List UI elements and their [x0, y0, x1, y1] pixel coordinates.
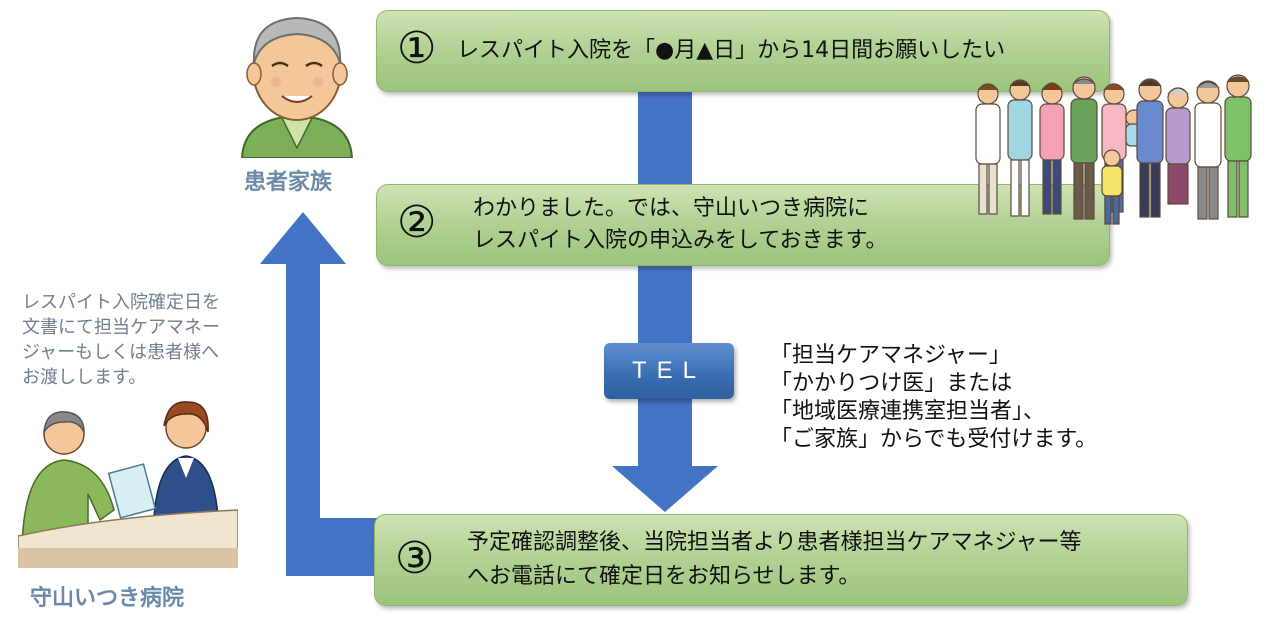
- step-1-box: ① レスパイト入院を「●月▲日」から14日間お願いしたい: [376, 10, 1110, 92]
- contact-list: 「担当ケアマネジャー」 「かかりつけ医」または 「地域医療連携室担当者」、 「ご…: [770, 342, 1097, 454]
- contact-line-2: 「かかりつけ医」または: [770, 371, 1013, 396]
- contact-line-3: 「地域医療連携室担当者」、: [770, 399, 1046, 424]
- step-1-number: ①: [397, 23, 437, 74]
- step-1-text: レスパイト入院を「●月▲日」から14日間お願いしたい: [457, 38, 1006, 63]
- step-3-text-line-2: へお電話にて確定日をお知らせします。: [467, 564, 861, 589]
- contact-line-4: 「ご家族」からでも受付けます。: [770, 427, 1098, 452]
- return-arrow-head: [260, 212, 346, 264]
- note-line-2: 文書にて担当ケアマネー: [22, 317, 220, 338]
- document-note: レスパイト入院確定日を 文書にて担当ケアマネー ジャーもしくは患者様へ お渡しし…: [22, 290, 282, 390]
- step-2-number: ②: [397, 197, 437, 248]
- step-2-text-line-2: レスパイト入院の申込みをしておきます。: [473, 228, 888, 253]
- reception-desk-icon: [18, 401, 238, 568]
- step-3-number: ③: [395, 533, 435, 584]
- note-line-4: お渡しします。: [22, 367, 147, 388]
- step-3-text-line-1: 予定確認調整後、当院担当者より患者様担当ケアマネジャー等: [467, 530, 1082, 555]
- down-arrow-head: [612, 466, 718, 512]
- note-line-1: レスパイト入院確定日を: [22, 292, 220, 313]
- elderly-man-icon: [240, 16, 354, 158]
- step-2-box: ② わかりました。では、守山いつき病院に レスパイト入院の申込みをしておきます。: [376, 184, 1110, 266]
- down-arrow-shaft: [638, 90, 692, 468]
- tel-badge: TEL: [604, 343, 734, 399]
- hospital-label: 守山いつき病院: [30, 586, 185, 611]
- family-label: 患者家族: [244, 170, 333, 195]
- contact-line-1: 「担当ケアマネジャー」: [770, 343, 1011, 368]
- family-group-icon: [975, 74, 1252, 225]
- note-line-3: ジャーもしくは患者様へ: [22, 342, 220, 363]
- step-3-box: ③ 予定確認調整後、当院担当者より患者様担当ケアマネジャー等 へお電話にて確定日…: [374, 514, 1188, 606]
- step-2-text-line-1: わかりました。では、守山いつき病院に: [473, 196, 870, 221]
- return-arrow-vertical: [286, 260, 320, 576]
